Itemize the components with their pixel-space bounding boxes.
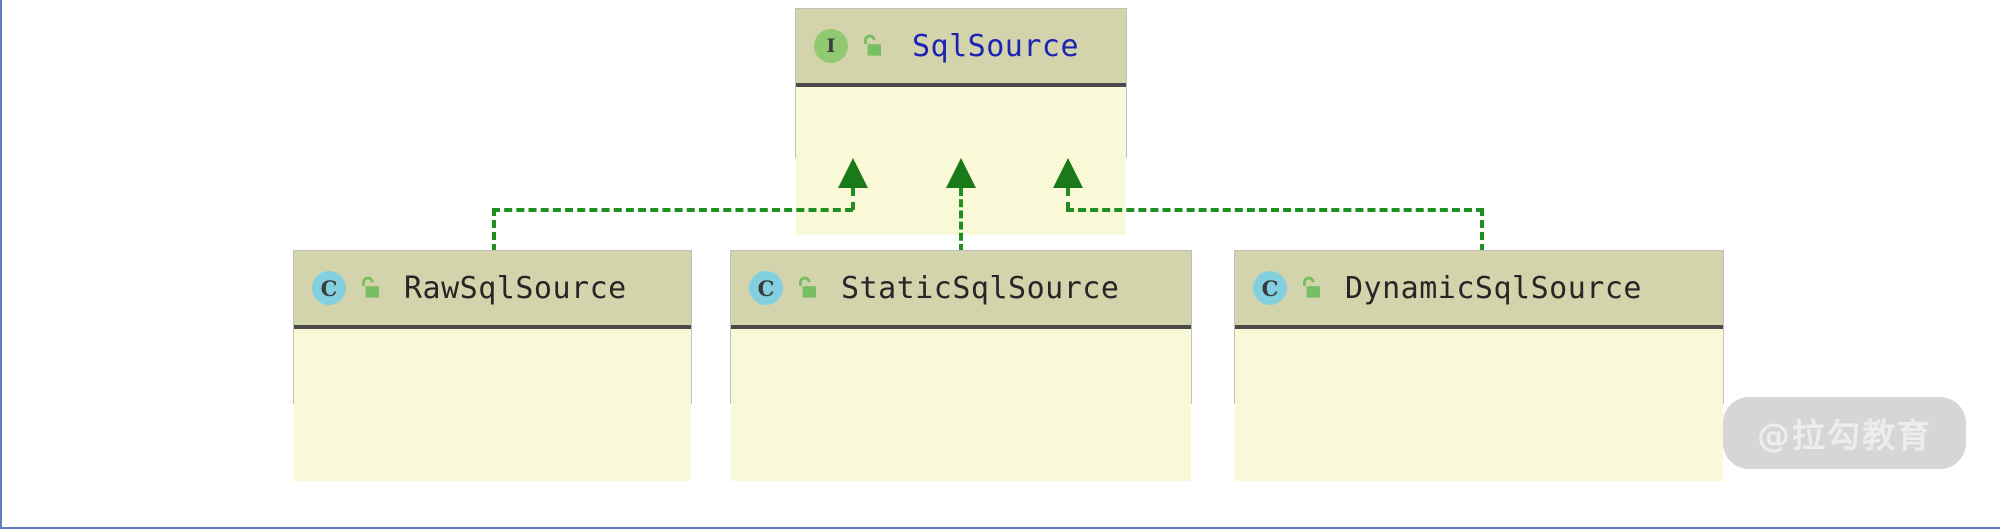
uml-interface-sqlsource[interactable]: I SqlSource: [795, 8, 1127, 235]
unlock-icon: [858, 33, 884, 59]
class-icon: C: [749, 271, 783, 305]
connector-raw-vertical-lower: [492, 208, 496, 252]
uml-class-name-dynamicsqlsource: DynamicSqlSource: [1345, 270, 1642, 306]
uml-class-name-staticsqlsource: StaticSqlSource: [841, 270, 1120, 306]
uml-class-staticsqlsource[interactable]: C StaticSqlSource: [730, 250, 1192, 481]
unlock-icon: [1297, 275, 1323, 301]
connector-dynamic-horizontal: [1066, 208, 1484, 212]
connector-raw-horizontal: [492, 208, 853, 212]
uml-class-dynamicsqlsource[interactable]: C DynamicSqlSource: [1234, 250, 1724, 481]
class-icon: C: [312, 271, 346, 305]
uml-interface-header: I SqlSource: [796, 9, 1126, 87]
realization-arrowhead-rawsqlsource: [838, 158, 868, 188]
connector-dynamic-vertical-upper: [1066, 188, 1070, 210]
realization-arrowhead-staticsqlsource: [946, 158, 976, 188]
watermark: @拉勾教育: [1723, 397, 1966, 469]
connector-raw-vertical-upper: [851, 188, 855, 210]
uml-class-members-rawsqlsource: [294, 329, 691, 481]
uml-class-header-staticsqlsource: C StaticSqlSource: [731, 251, 1191, 329]
uml-class-header-rawsqlsource: C RawSqlSource: [294, 251, 691, 329]
unlock-icon: [793, 275, 819, 301]
interface-icon: I: [814, 29, 848, 63]
uml-class-name-rawsqlsource: RawSqlSource: [404, 270, 627, 306]
uml-class-header-dynamicsqlsource: C DynamicSqlSource: [1235, 251, 1723, 329]
uml-class-rawsqlsource[interactable]: C RawSqlSource: [293, 250, 692, 481]
uml-class-members-dynamicsqlsource: [1235, 329, 1723, 481]
uml-interface-name: SqlSource: [912, 28, 1080, 64]
connector-dynamic-vertical-lower: [1480, 208, 1484, 252]
realization-arrowhead-dynamicsqlsource: [1053, 158, 1083, 188]
connector-static-vertical: [959, 188, 963, 252]
class-icon: C: [1253, 271, 1287, 305]
uml-class-members-staticsqlsource: [731, 329, 1191, 481]
unlock-icon: [356, 275, 382, 301]
